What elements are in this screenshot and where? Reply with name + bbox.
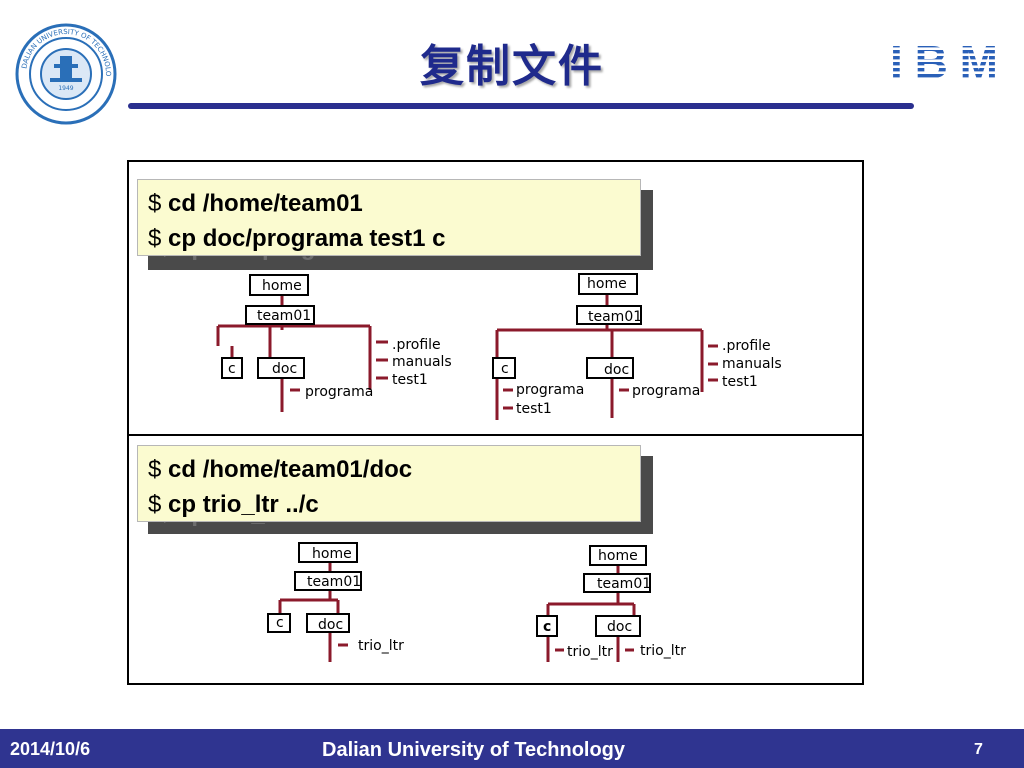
dir-node — [257, 357, 305, 379]
dir-node — [294, 571, 362, 591]
dir-label-home: home — [598, 548, 638, 564]
dir-node — [595, 615, 641, 637]
dir-node — [249, 274, 309, 296]
dir-node — [576, 305, 642, 325]
dir-label-home: home — [587, 276, 627, 292]
dir-node — [578, 273, 638, 295]
dir-label-c: c — [276, 615, 284, 631]
title-underline — [128, 103, 914, 109]
dir-label-team01: team01 — [257, 308, 311, 324]
university-logo: 1949 DALIAN UNIVERSITY OF TECHNOLOGY — [11, 16, 118, 126]
dir-label-doc: doc — [272, 361, 297, 377]
file-label: programa — [516, 382, 584, 398]
file-label: test1 — [392, 372, 428, 388]
dir-label-doc: doc — [318, 617, 343, 633]
footer-organization: Dalian University of Technology — [322, 739, 626, 761]
dir-node — [298, 542, 358, 563]
example-panel — [127, 160, 864, 685]
file-label: manuals — [392, 354, 452, 370]
page-title: 复制文件 — [420, 41, 604, 92]
dir-node — [306, 613, 350, 633]
footer-bar — [0, 729, 1024, 768]
command-line: $ cd /home/team01/doc — [148, 456, 413, 483]
ibm-logo: IBM — [888, 36, 1008, 88]
command-line: $ cp doc/programa test1 c — [148, 225, 446, 252]
command-line: $ cd /home/team01 — [148, 190, 363, 217]
file-label: programa — [305, 384, 373, 400]
file-label: .profile — [722, 338, 771, 354]
svg-text:1949: 1949 — [58, 85, 73, 92]
dir-node — [589, 545, 647, 566]
dir-node — [536, 615, 558, 637]
file-label: programa — [632, 383, 700, 399]
dir-label-c: c — [228, 361, 236, 377]
file-label: trio_ltr — [358, 638, 404, 654]
command-line: $ cp trio_ltr ../c — [148, 491, 319, 518]
dir-label-team01: team01 — [597, 576, 651, 592]
panel-divider — [127, 434, 864, 436]
file-label: trio_ltr — [640, 643, 686, 659]
dir-node — [583, 573, 651, 593]
dir-node — [245, 305, 315, 325]
dir-label-team01: team01 — [307, 574, 361, 590]
dir-node — [586, 357, 634, 379]
dir-label-home: home — [262, 278, 302, 294]
dir-label-c: c — [543, 619, 551, 635]
dir-label-c: c — [501, 361, 509, 377]
file-label: test1 — [516, 401, 552, 417]
command-box: $ cd /home/team01/doc $ cp trio_ltr ../c — [137, 445, 641, 522]
footer-date: 2014/10/6 — [10, 739, 91, 759]
file-label: manuals — [722, 356, 782, 372]
dir-label-doc: doc — [607, 619, 632, 635]
dir-label-team01: team01 — [588, 309, 642, 325]
dir-node — [492, 357, 516, 379]
dir-label-home: home — [312, 546, 352, 562]
file-label: trio_ltr — [567, 644, 613, 660]
command-box: $ cd /home/team01 $ cp doc/programa test… — [137, 179, 641, 256]
page-number: 7 — [974, 741, 983, 758]
file-label: .profile — [392, 337, 441, 353]
file-label: test1 — [722, 374, 758, 390]
dir-node — [221, 357, 243, 379]
dir-node — [267, 613, 291, 633]
dir-label-doc: doc — [604, 362, 629, 378]
